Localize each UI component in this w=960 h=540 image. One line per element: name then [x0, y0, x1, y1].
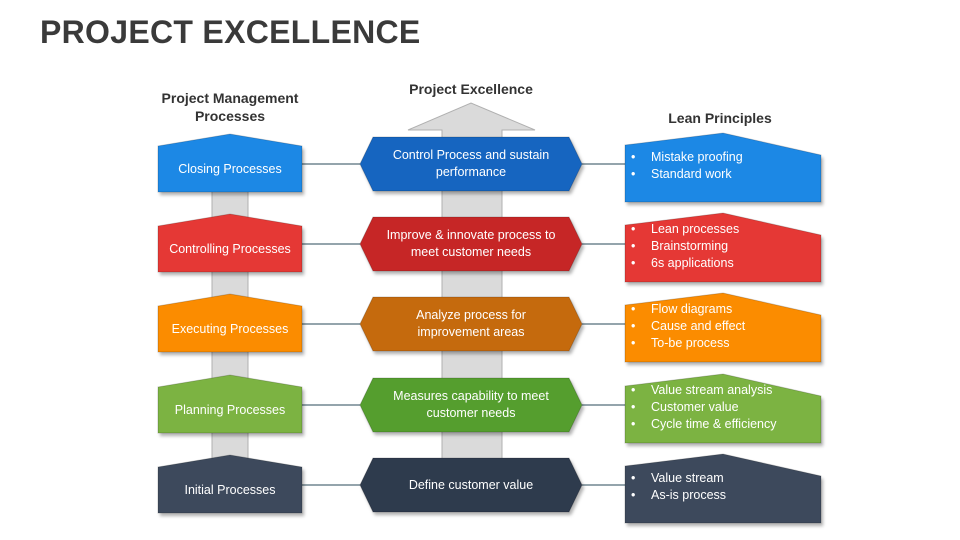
process-label-planning: Planning Processes [174, 402, 286, 417]
principles-list-executing: Flow diagramsCause and effectTo-be proce… [625, 301, 821, 352]
process-label-executing: Executing Processes [171, 321, 289, 336]
connector-lines [302, 163, 625, 486]
principle-item: As-is process [625, 487, 821, 504]
principle-item: Standard work [625, 166, 821, 183]
principle-item: Cycle time & efficiency [625, 416, 821, 433]
principle-item: To-be process [625, 335, 821, 352]
principle-item: Value stream analysis [625, 382, 821, 399]
principle-item: Value stream [625, 470, 821, 487]
process-label-initial: Initial Processes [184, 482, 276, 497]
principle-item: Flow diagrams [625, 301, 821, 318]
right-column-heading: Lean Principles [668, 110, 772, 126]
principle-item: Mistake proofing [625, 149, 821, 166]
principles-list-closing: Mistake proofingStandard work [625, 149, 821, 183]
stage-label-controlling: Improve & innovate process to meet custo… [386, 228, 556, 259]
center-column-heading: Project Excellence [409, 81, 533, 97]
principles-list-planning: Value stream analysisCustomer valueCycle… [625, 382, 821, 433]
principle-item: Cause and effect [625, 318, 821, 335]
process-label-closing: Closing Processes [178, 161, 282, 176]
process-shape-initial [157, 454, 303, 514]
process-shape-planning [157, 374, 303, 434]
principle-item: Brainstorming [625, 238, 821, 255]
stage-label-initial: Define customer value [408, 477, 534, 492]
stage-hexagon-initial [359, 457, 583, 513]
stage-label-closing: Control Process and sustain performance [392, 148, 550, 179]
page-title: PROJECT EXCELLENCE [40, 14, 421, 50]
principles-list-controlling: Lean processesBrainstorming6s applicatio… [625, 221, 821, 272]
stage-hexagon-controlling [359, 216, 583, 272]
left-column-heading: Project Management Processes [161, 90, 299, 124]
principle-item: Lean processes [625, 221, 821, 238]
stage-hexagon-planning [359, 377, 583, 433]
stage-label-planning: Measures capability to meet customer nee… [393, 389, 549, 420]
process-shape-closing [157, 133, 303, 193]
process-shape-controlling [157, 213, 303, 273]
stage-hexagon-executing [359, 296, 583, 352]
principle-item: Customer value [625, 399, 821, 416]
process-label-controlling: Controlling Processes [169, 241, 291, 256]
process-shape-executing [157, 293, 303, 353]
stage-label-executing: Analyze process for improvement areas [416, 308, 526, 339]
stage-hexagon-closing [359, 136, 583, 192]
principles-list-initial: Value streamAs-is process [625, 470, 821, 504]
principle-item: 6s applications [625, 255, 821, 272]
